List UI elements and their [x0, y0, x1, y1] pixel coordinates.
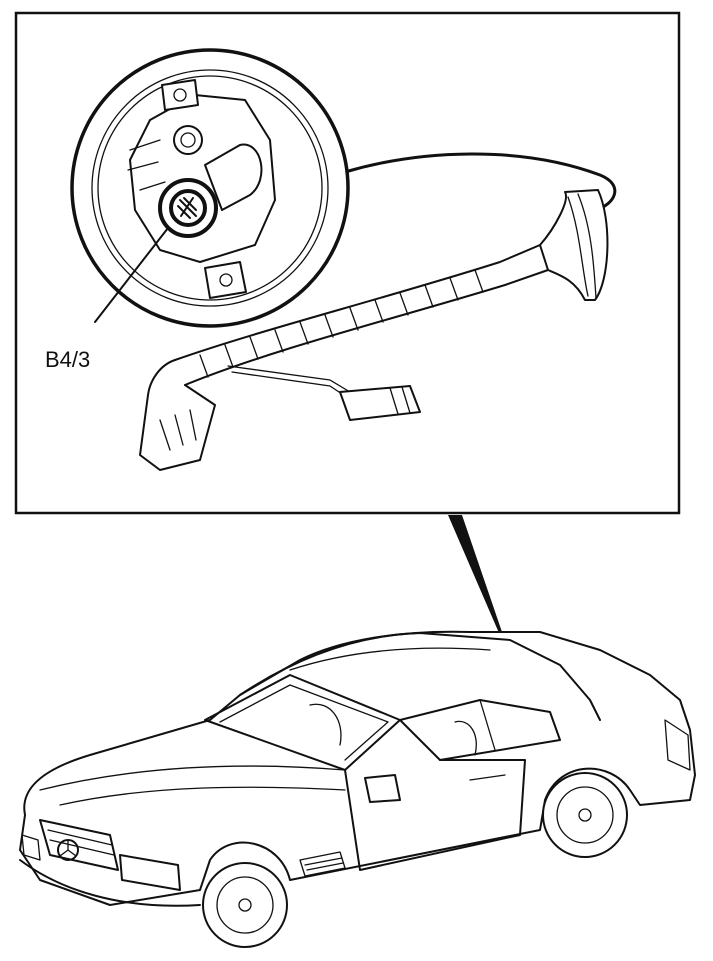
car-illustration — [19, 630, 696, 948]
detail-inset: B4/3 — [14, 11, 681, 515]
callout-leader — [94, 227, 169, 323]
sender-cable — [343, 152, 617, 212]
sensor-b4-3 — [158, 178, 218, 238]
rear-wheel — [542, 772, 628, 858]
sender-detail-circle — [70, 48, 350, 328]
wiring-harness — [139, 189, 609, 471]
sensor-callout-label: B4/3 — [45, 347, 90, 372]
front-wheel — [202, 862, 288, 948]
